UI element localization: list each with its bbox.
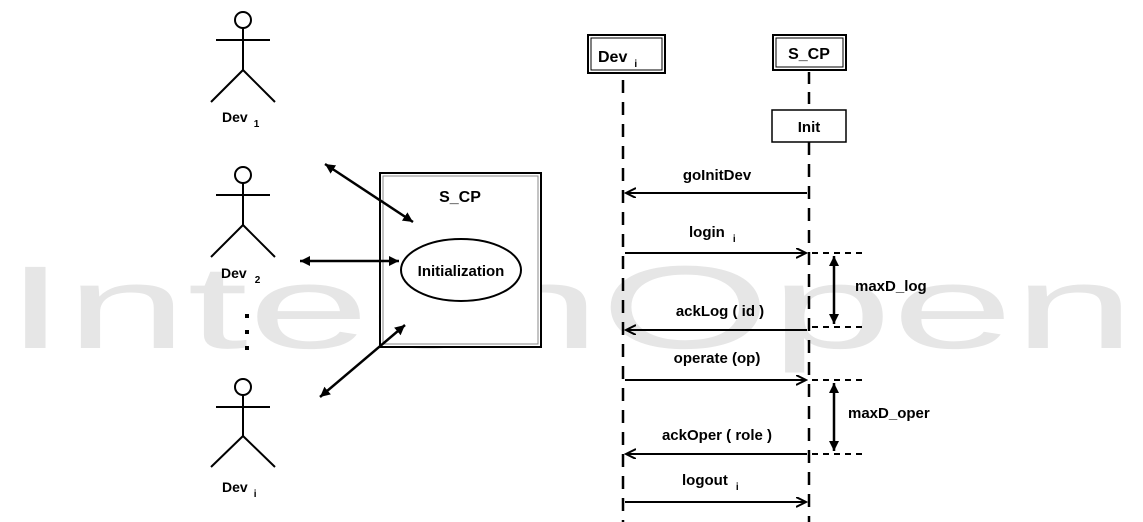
- ellipsis-icon: [245, 314, 249, 350]
- message-label: operate (op): [674, 350, 761, 367]
- actor-label: Dev: [222, 479, 248, 495]
- actor-subscript: 1: [254, 119, 260, 130]
- actor-dev-1: Dev 1: [210, 11, 276, 130]
- lifeline-label: S_CP: [788, 46, 830, 63]
- message-ackoper: ackOper ( role ): [626, 427, 807, 454]
- lifeline-label: Dev: [598, 49, 627, 66]
- initialization-use-case: [400, 238, 522, 302]
- actor-label: Dev: [221, 265, 247, 281]
- message-label: logout: [682, 472, 728, 489]
- message-label: goInitDev: [683, 167, 752, 184]
- constraint-maxd-oper: maxD_oper: [812, 379, 930, 455]
- message-label: ackLog ( id ): [676, 303, 764, 320]
- actor-subscript: 2: [255, 275, 261, 286]
- system-box-s-cp: S_CP Initialization: [379, 172, 542, 348]
- message-subscript: i: [736, 482, 739, 493]
- message-acklog: ackLog ( id ): [626, 303, 807, 330]
- actor-label: Dev: [222, 109, 248, 125]
- association-arrow-devi: [319, 324, 406, 398]
- actor-dev-2: Dev 2: [210, 166, 276, 286]
- stick-figure-icon: [210, 11, 276, 103]
- message-label: login: [689, 224, 725, 241]
- stick-figure-icon: [210, 378, 276, 468]
- association-arrow-dev1: [324, 162, 414, 224]
- init-label: Init: [798, 119, 821, 136]
- lifeline-subscript: i: [634, 59, 637, 70]
- init-box: Init: [771, 109, 847, 143]
- system-box-title: S_CP: [439, 189, 481, 206]
- message-goinitdev: goInitDev: [626, 167, 807, 193]
- constraint-maxd-log: maxD_log: [812, 252, 927, 328]
- constraint-label: maxD_log: [855, 278, 927, 295]
- constraint-label: maxD_oper: [848, 405, 930, 422]
- stick-figure-icon: [210, 166, 276, 258]
- actor-subscript: i: [254, 489, 257, 500]
- message-operate: operate (op): [625, 350, 806, 380]
- message-label: ackOper ( role ): [662, 427, 772, 444]
- message-subscript: i: [733, 234, 736, 245]
- lifeline-head-s-cp: S_CP: [772, 34, 847, 71]
- initialization-label: Initialization: [418, 263, 505, 280]
- watermark: IntechOpen: [5, 242, 1135, 374]
